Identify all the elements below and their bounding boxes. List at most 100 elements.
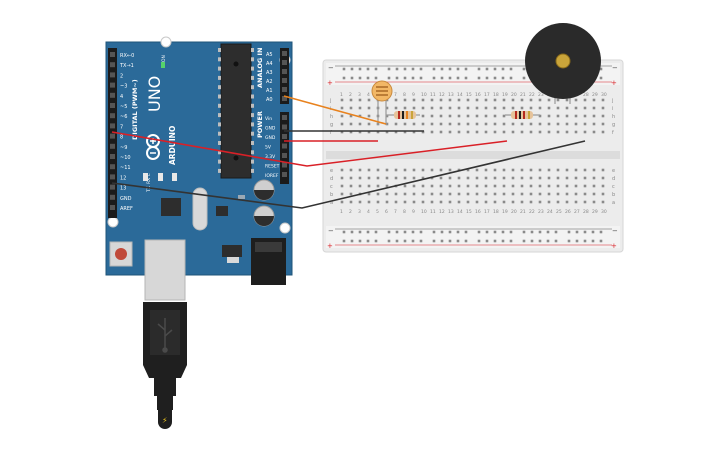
breadboard-hole[interactable]: [475, 168, 479, 172]
breadboard-hole[interactable]: [565, 114, 569, 118]
rail-hole[interactable]: [456, 67, 460, 71]
breadboard-hole[interactable]: [538, 98, 542, 102]
rail-hole[interactable]: [599, 239, 603, 243]
breadboard-hole[interactable]: [502, 192, 506, 196]
breadboard-hole[interactable]: [475, 122, 479, 126]
rail-hole[interactable]: [538, 230, 542, 234]
power-jack[interactable]: [251, 238, 286, 285]
breadboard-hole[interactable]: [448, 114, 452, 118]
rail-hole[interactable]: [477, 76, 481, 80]
rail-hole[interactable]: [448, 67, 452, 71]
rail-hole[interactable]: [501, 230, 505, 234]
breadboard-hole[interactable]: [511, 168, 515, 172]
breadboard-hole[interactable]: [520, 184, 524, 188]
breadboard-hole[interactable]: [547, 106, 551, 110]
digital-pin[interactable]: [110, 184, 115, 190]
rail-hole[interactable]: [342, 239, 346, 243]
rail-hole[interactable]: [374, 76, 378, 80]
rail-hole[interactable]: [464, 67, 468, 71]
breadboard-hole[interactable]: [340, 98, 344, 102]
breadboard-hole[interactable]: [583, 130, 587, 134]
rail-hole[interactable]: [440, 67, 444, 71]
digital-pin[interactable]: [110, 113, 115, 119]
breadboard-hole[interactable]: [475, 176, 479, 180]
breadboard-hole[interactable]: [556, 106, 560, 110]
rail-hole[interactable]: [350, 230, 354, 234]
breadboard-hole[interactable]: [529, 130, 533, 134]
rail-hole[interactable]: [583, 230, 587, 234]
digital-pin[interactable]: [110, 143, 115, 149]
breadboard-hole[interactable]: [412, 184, 416, 188]
breadboard-hole[interactable]: [538, 176, 542, 180]
breadboard-hole[interactable]: [565, 184, 569, 188]
rail-hole[interactable]: [403, 230, 407, 234]
breadboard-hole[interactable]: [592, 200, 596, 204]
analog-pin[interactable]: [282, 60, 287, 65]
rail-hole[interactable]: [440, 76, 444, 80]
breadboard-hole[interactable]: [475, 114, 479, 118]
breadboard-hole[interactable]: [493, 192, 497, 196]
rail-hole[interactable]: [374, 239, 378, 243]
breadboard-hole[interactable]: [493, 168, 497, 172]
breadboard-hole[interactable]: [376, 176, 380, 180]
breadboard-hole[interactable]: [502, 114, 506, 118]
power-pin[interactable]: [282, 153, 287, 158]
breadboard-hole[interactable]: [466, 168, 470, 172]
breadboard-hole[interactable]: [385, 168, 389, 172]
rail-hole[interactable]: [522, 239, 526, 243]
rail-hole[interactable]: [456, 230, 460, 234]
breadboard-hole[interactable]: [556, 114, 560, 118]
digital-pin[interactable]: [110, 194, 115, 200]
breadboard-hole[interactable]: [412, 130, 416, 134]
rail-hole[interactable]: [464, 76, 468, 80]
breadboard-hole[interactable]: [493, 114, 497, 118]
rail-hole[interactable]: [432, 239, 436, 243]
breadboard-hole[interactable]: [484, 98, 488, 102]
rail-hole[interactable]: [374, 230, 378, 234]
rail-hole[interactable]: [583, 239, 587, 243]
breadboard-hole[interactable]: [367, 176, 371, 180]
breadboard-hole[interactable]: [484, 176, 488, 180]
breadboard-hole[interactable]: [484, 200, 488, 204]
rail-hole[interactable]: [477, 239, 481, 243]
rail-hole[interactable]: [591, 239, 595, 243]
breadboard-hole[interactable]: [448, 192, 452, 196]
breadboard-hole[interactable]: [421, 192, 425, 196]
breadboard-hole[interactable]: [367, 184, 371, 188]
rail-hole[interactable]: [575, 239, 579, 243]
breadboard-hole[interactable]: [376, 192, 380, 196]
breadboard-hole[interactable]: [457, 122, 461, 126]
breadboard-hole[interactable]: [358, 106, 362, 110]
breadboard-hole[interactable]: [466, 98, 470, 102]
breadboard-hole[interactable]: [421, 184, 425, 188]
breadboard-hole[interactable]: [412, 106, 416, 110]
breadboard-hole[interactable]: [493, 130, 497, 134]
breadboard-hole[interactable]: [574, 122, 578, 126]
breadboard-hole[interactable]: [349, 184, 353, 188]
breadboard-hole[interactable]: [349, 192, 353, 196]
breadboard-hole[interactable]: [475, 130, 479, 134]
analog-pin[interactable]: [282, 96, 287, 101]
breadboard-hole[interactable]: [493, 122, 497, 126]
breadboard-hole[interactable]: [547, 98, 551, 102]
rail-hole[interactable]: [366, 239, 370, 243]
breadboard-hole[interactable]: [349, 130, 353, 134]
breadboard-hole[interactable]: [484, 168, 488, 172]
breadboard-hole[interactable]: [484, 184, 488, 188]
rail-hole[interactable]: [411, 239, 415, 243]
breadboard-hole[interactable]: [529, 98, 533, 102]
rail-hole[interactable]: [358, 67, 362, 71]
breadboard-hole[interactable]: [574, 130, 578, 134]
breadboard-hole[interactable]: [538, 130, 542, 134]
breadboard-hole[interactable]: [565, 130, 569, 134]
digital-pin[interactable]: [110, 72, 115, 78]
breadboard-hole[interactable]: [385, 176, 389, 180]
wire-a0-orange[interactable]: [283, 95, 387, 125]
breadboard-hole[interactable]: [511, 122, 515, 126]
rail-hole[interactable]: [387, 76, 391, 80]
usb-b-port[interactable]: [144, 239, 186, 301]
breadboard-hole[interactable]: [430, 192, 434, 196]
breadboard-hole[interactable]: [547, 176, 551, 180]
breadboard-hole[interactable]: [538, 122, 542, 126]
breadboard-hole[interactable]: [502, 106, 506, 110]
